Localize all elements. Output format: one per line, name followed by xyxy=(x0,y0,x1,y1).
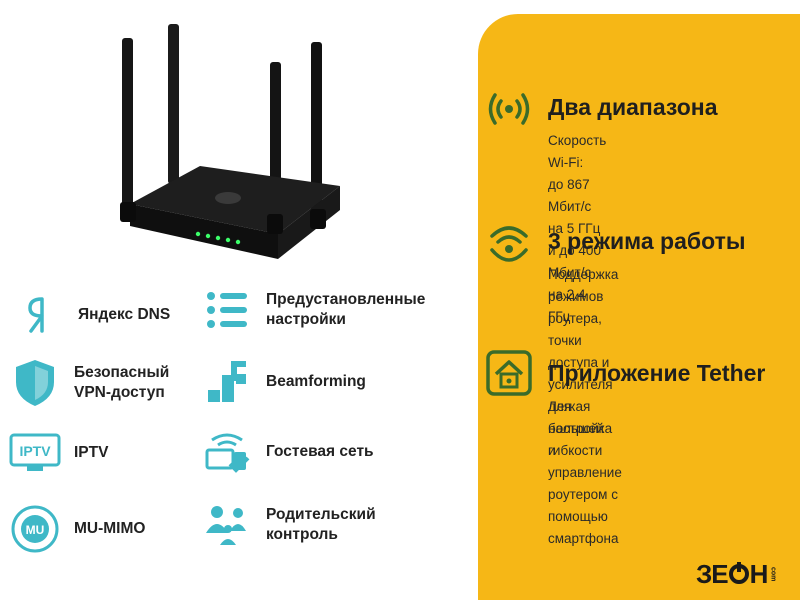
shield-icon xyxy=(8,356,62,410)
tether-home-icon xyxy=(486,350,532,396)
iptv-icon-text: IPTV xyxy=(19,443,51,459)
feature-parental-control: Родительский контроль xyxy=(200,498,376,552)
modes-icon xyxy=(490,226,528,262)
feature-label: MU-MIMO xyxy=(74,520,146,537)
highlight-title: 3 режима работы xyxy=(548,228,746,254)
highlight-title: Приложение Tether xyxy=(548,360,766,386)
beamforming-icon xyxy=(200,355,254,409)
list-icon xyxy=(200,283,254,337)
feature-guest-network: Гостевая сеть xyxy=(200,425,374,479)
guest-network-icon xyxy=(200,425,254,479)
logo-domain: com xyxy=(769,566,777,582)
feature-label: Яндекс DNS xyxy=(78,306,171,323)
features-area: Яндекс DNS Предустановленные настройки Б… xyxy=(8,24,425,556)
wifi-signal-icon xyxy=(488,93,530,125)
feature-iptv: IPTV IPTV xyxy=(8,426,108,480)
highlight-desc: Поддержка режимов роутера, точки доступа… xyxy=(548,267,619,458)
store-logo: ЗЕ Н com xyxy=(696,558,777,589)
highlight-title: Два диапазона xyxy=(548,94,718,120)
logo-text-left: ЗЕ xyxy=(696,558,729,589)
highlights-panel: Два диапазона Скорость Wi-Fi: до 867 Мби… xyxy=(478,14,800,600)
router-image xyxy=(120,24,340,259)
feature-label: Beamforming xyxy=(266,373,366,390)
mu-mimo-icon: MU xyxy=(8,502,62,556)
iptv-icon: IPTV xyxy=(8,426,62,480)
yandex-icon xyxy=(12,288,66,342)
feature-label: Предустановленные настройки xyxy=(266,291,426,328)
mu-mimo-icon-text: MU xyxy=(26,523,45,537)
feature-yandex-dns: Яндекс DNS xyxy=(12,288,170,342)
feature-preset-settings: Предустановленные настройки xyxy=(200,283,425,337)
feature-label: Безопасный VPN-доступ xyxy=(74,364,170,401)
parental-control-icon xyxy=(200,498,254,552)
power-icon xyxy=(728,562,749,584)
feature-beamforming: Beamforming xyxy=(200,355,366,409)
feature-mu-mimo: MU MU-MIMO xyxy=(8,502,145,556)
feature-label: IPTV xyxy=(74,444,109,461)
logo-text-right: Н xyxy=(749,558,769,589)
feature-label: Гостевая сеть xyxy=(266,443,374,460)
feature-vpn: Безопасный VPN-доступ xyxy=(8,356,169,410)
highlight-desc: Легкая настройка и управление роутером с… xyxy=(548,399,622,546)
feature-label: Родительский контроль xyxy=(266,506,376,543)
highlight-desc: Скорость Wi-Fi: до 867 Мбит/с на 5 ГГц и… xyxy=(548,133,607,324)
